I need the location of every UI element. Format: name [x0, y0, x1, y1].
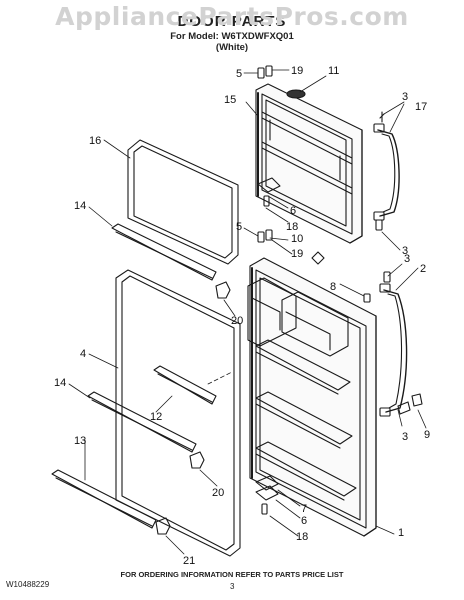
callout-19-top: 19 — [291, 65, 303, 77]
shelf-strip — [153, 365, 217, 405]
freezer-handle — [373, 123, 400, 221]
callout-13: 13 — [74, 435, 86, 447]
callout-5-top: 5 — [236, 68, 242, 80]
callout-20-upper: 20 — [231, 315, 243, 327]
callout-3-a: 3 — [402, 91, 408, 103]
callout-11: 11 — [328, 65, 339, 77]
ordering-note: FOR ORDERING INFORMATION REFER TO PARTS … — [120, 570, 344, 579]
page-number: 3 — [230, 582, 235, 591]
callout-17: 17 — [415, 101, 427, 113]
callout-4: 4 — [80, 348, 86, 360]
document-number: W10488229 — [6, 580, 50, 589]
page-title: DOOR PARTS — [177, 13, 287, 30]
clips — [155, 281, 231, 535]
fresh-food-handle — [379, 283, 408, 417]
callout-9: 9 — [424, 429, 430, 441]
fresh-food-door — [247, 257, 377, 537]
callout-3-d: 3 — [402, 431, 408, 443]
callout-1: 1 — [398, 527, 404, 539]
callout-16: 16 — [89, 135, 101, 147]
callout-20-lower: 20 — [212, 487, 224, 499]
callout-12: 12 — [150, 411, 162, 423]
callout-19-mid: 19 — [291, 248, 303, 260]
callout-7: 7 — [301, 503, 307, 515]
callout-15: 15 — [224, 94, 236, 106]
callout-numbers: 5 19 11 15 16 3 17 14 6 18 5 10 19 3 3 2… — [54, 65, 430, 567]
model-line: For Model: W6TXDWFXQ01 — [170, 31, 294, 42]
callout-6-bottom: 6 — [301, 515, 307, 527]
breaker-strip-lower — [87, 391, 197, 453]
breaker-strip-upper — [111, 223, 217, 281]
callout-14-lower: 14 — [54, 377, 66, 389]
leader-lines — [68, 69, 427, 555]
callout-21: 21 — [183, 555, 195, 567]
callout-14-upper: 14 — [74, 200, 86, 212]
callout-6-top: 6 — [290, 205, 296, 217]
watermark: AppliancePartsPros.com — [55, 2, 409, 31]
callout-2: 2 — [420, 263, 426, 275]
callout-18-bottom: 18 — [296, 531, 308, 543]
callout-10: 10 — [291, 233, 303, 245]
callout-3-c: 3 — [404, 253, 410, 265]
callout-3-b: 3 — [402, 245, 408, 257]
color-line: (White) — [215, 42, 249, 53]
freezer-door — [255, 83, 363, 244]
freezer-gasket — [127, 139, 239, 265]
bottom-strip — [51, 469, 157, 529]
callout-18-top: 18 — [286, 221, 298, 233]
callout-8: 8 — [330, 281, 336, 293]
callout-5-mid: 5 — [236, 221, 242, 233]
